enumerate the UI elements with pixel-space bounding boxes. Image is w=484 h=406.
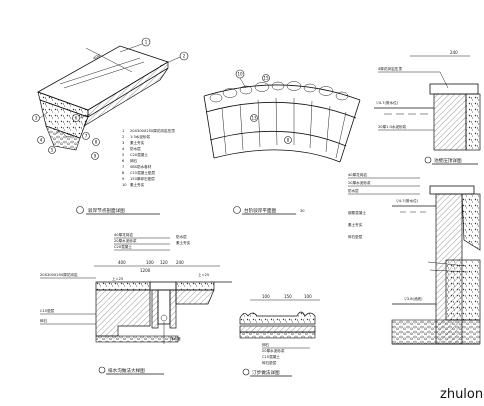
detail-6-dim-1: 100 (262, 294, 270, 299)
detail-5-level-1: 上=25 (112, 276, 123, 281)
plan-callout-10: 10 (237, 72, 243, 77)
legend-num-2: 2 (122, 135, 124, 139)
detail-3-label-1: 4厚花岗岩压顶 (378, 66, 402, 71)
detail-6-label-4: 碎石垫层 (262, 360, 277, 365)
detail-5-drainage-section: 40厚花岗岩 20厚水泥砂浆 C20混凝土 防水层 素土夯实 400 100 1… (40, 232, 232, 375)
callout-4: 4 (40, 138, 43, 143)
detail-4-pool-wall-section: 40厚花岗岩 20厚水泥砂浆 防水层 ▽4.7(常水位) ▽3.8(池底) 钢筋… (348, 172, 481, 345)
detail-5-dim-100: 100 (146, 260, 154, 265)
legend-num-4: 4 (122, 147, 125, 151)
detail-4-label-6: 碎石垫层 (348, 234, 363, 239)
callout-9: 9 (94, 154, 97, 159)
legend-text-3: 素土夯实 (130, 140, 145, 145)
detail-5-label-8: 20X300X250厚花岗岩 (40, 272, 78, 277)
detail-5-label-stack: 40厚花岗岩 20厚水泥砂浆 C20混凝土 防水层 素土夯实 (114, 232, 191, 251)
detail-2-scale: 30 (300, 209, 305, 213)
legend-text-5: C20混凝土 (130, 152, 148, 157)
callout-7: 7 (85, 134, 88, 139)
detail-4-water-low: ▽3.8(池底) (404, 296, 423, 301)
detail-6-title-marker (242, 368, 250, 376)
detail-5-label-3: C20混凝土 (114, 244, 132, 249)
legend-num-6: 6 (122, 159, 125, 163)
detail-4-label-2: 20厚水泥砂浆 (348, 180, 371, 185)
detail-6-dim-3: 100 (304, 294, 312, 299)
detail-3-dimension: 240 (450, 50, 458, 55)
detail-5-title: 排水沟做法大样图 (108, 367, 145, 374)
legend-text-2: 1:3水泥砂浆 (130, 134, 151, 139)
detail-6-label-2: 20厚水泥砂浆 (262, 348, 285, 353)
plan-callout-13: 13 (251, 116, 257, 121)
detail-6-stepping-stone: 100 150 100 卵石 20厚水泥砂浆 C15混凝土 碎石垫层 汀步做法详… (239, 294, 320, 377)
detail-4-water-high: ▽4.7(常水位) (396, 198, 419, 203)
callout-1: 1 (145, 40, 148, 45)
detail-6-label-1: 卵石 (262, 342, 270, 347)
callout-2: 2 (183, 54, 186, 59)
detail-2-curved-plan: 10 15 13 8 台阶驳岸平面图 30 (203, 69, 361, 215)
detail-5-dim-400: 400 (118, 260, 126, 265)
legend-text-6: 卵石 (130, 158, 138, 163)
detail-5-dim-240: 240 (176, 260, 184, 265)
detail-1-title: 驳岸节点剖面详图 (88, 207, 125, 214)
legend-num-8: 8 (122, 171, 125, 175)
legend-num-9: 9 (122, 177, 125, 181)
detail-5-label-6: C15垫层 (40, 308, 55, 313)
detail-3-title-marker (424, 156, 432, 164)
legend-text-7: SBS防水卷材 (130, 164, 152, 169)
detail-5-label-4: 防水层 (176, 234, 187, 239)
detail-2-title: 台阶驳岸平面图 (244, 207, 277, 214)
legend-text-1: 20X300X250厚花岗岩压顶 (130, 128, 175, 133)
detail-5-label-9: 排水管 (170, 336, 181, 341)
legend-text-9: 150厚碎石垫层 (130, 176, 155, 181)
detail-5-label-7: 碎石 (40, 318, 48, 323)
detail-4-label-5: 素土夯实 (348, 222, 363, 227)
detail-2-title-marker (233, 206, 241, 214)
detail-5-label-2: 20厚水泥砂浆 (114, 238, 137, 243)
legend-num-7: 7 (122, 165, 124, 169)
detail-3-title: 池壁压顶详图 (434, 157, 462, 164)
detail-6-title: 汀步做法详图 (252, 369, 280, 376)
callout-5: 5 (51, 148, 54, 153)
legend-num-3: 3 (122, 141, 124, 145)
detail-4-label-3: 防水层 (348, 188, 359, 193)
plan-callout-15: 15 (263, 76, 269, 81)
detail-5-left-notes: C15垫层 碎石 (40, 308, 96, 325)
detail-4-label-1: 40厚花岗岩 (348, 172, 367, 177)
detail-1-title-marker (76, 206, 84, 214)
detail-5-title-marker (98, 366, 106, 374)
legend-text-4: 防水层 (130, 146, 141, 151)
callout-8: 8 (95, 140, 98, 145)
legend-num-1: 1 (122, 129, 124, 133)
detail-1-callouts: 1 2 3 4 5 6 7 8 9 (32, 37, 189, 160)
detail-6-dim-2: 150 (284, 294, 292, 299)
callout-6: 6 (75, 116, 78, 121)
detail-5-level-2: 上=25 (198, 272, 209, 277)
legend-num-10: 10 (122, 183, 127, 187)
callout-3: 3 (35, 116, 38, 121)
detail-3-coping-section: 240 4厚花岗岩压顶 ▽4.7(常水位) 20厚1:3水泥砂浆 池壁压顶详图 (374, 50, 481, 165)
detail-3-water-level: ▽4.7(常水位) (376, 100, 399, 105)
detail-3-label-2: 20厚1:3水泥砂浆 (378, 124, 407, 129)
plan-callout-8: 8 (287, 138, 290, 143)
legend-text-10: 素土夯实 (130, 182, 145, 187)
detail-4-label-4: 钢筋混凝土 (348, 210, 366, 215)
detail-5-dim-120: 120 (160, 260, 168, 265)
detail-1-dimension: 400 (92, 53, 101, 61)
watermark: zhulong (440, 387, 484, 402)
detail-5-label-1: 40厚花岗岩 (114, 232, 133, 237)
legend-num-5: 5 (122, 153, 124, 157)
legend-text-8: C15混凝土垫层 (130, 170, 155, 175)
detail-6-label-3: C15混凝土 (262, 354, 280, 359)
detail-5-dim-1200: 1200 (140, 268, 151, 273)
detail-6-labels: 卵石 20厚水泥砂浆 C15混凝土 碎石垫层 (262, 342, 310, 365)
detail-5-label-5: 素土夯实 (176, 240, 191, 245)
